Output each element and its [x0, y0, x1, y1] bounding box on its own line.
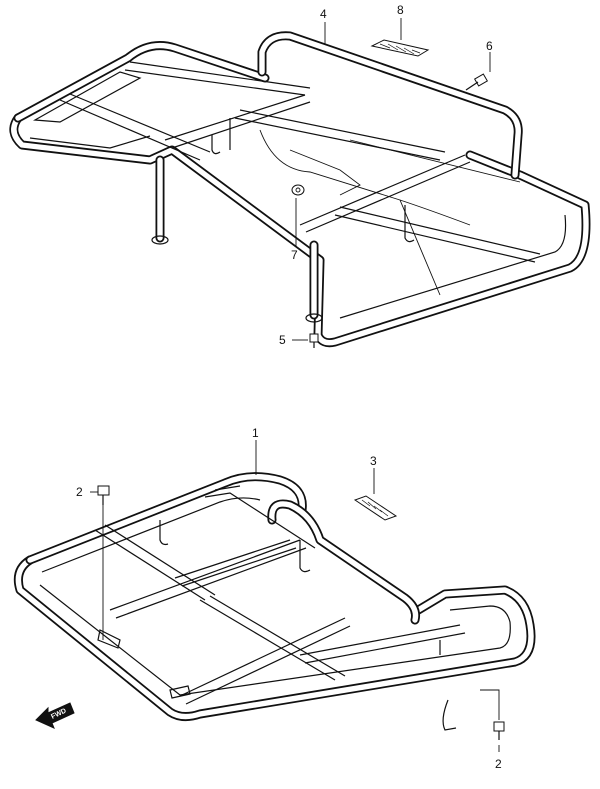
- callout-2-top: 2: [76, 485, 83, 499]
- bolt-2-bottom-icon: [493, 721, 505, 740]
- rear-carrier-frame: [9, 31, 591, 348]
- bolt-5-icon: [309, 333, 319, 348]
- callout-3: 3: [370, 454, 377, 468]
- reflector-pad-3-icon: [353, 495, 398, 521]
- front-carrier-legs: [97, 520, 457, 731]
- rear-carrier-legs: [151, 135, 415, 323]
- callout-8: 8: [397, 3, 404, 17]
- callout-5: 5: [279, 333, 286, 347]
- front-carrier-crossbars: [94, 485, 466, 705]
- front-carrier-hardware: [97, 485, 505, 740]
- bolt-6-icon: [465, 73, 489, 91]
- rear-carrier-base-plate: [259, 129, 521, 296]
- callout-2-bottom: 2: [495, 757, 502, 771]
- front-carrier-assembly: 1 3 2 2: [13, 426, 536, 771]
- rear-carrier-leaders: [292, 18, 491, 341]
- front-carrier-leaders: [90, 440, 500, 752]
- reflector-pad-8-icon: [370, 39, 430, 57]
- rear-carrier-crossbars: [59, 61, 541, 263]
- fwd-arrow-icon: FWD: [35, 702, 75, 729]
- callout-1: 1: [252, 426, 259, 440]
- front-carrier-frame: [13, 472, 536, 722]
- callout-6: 6: [486, 39, 493, 53]
- nut-7-icon: [291, 184, 305, 196]
- callout-7: 7: [291, 248, 298, 262]
- bolt-2-top-icon: [97, 485, 110, 505]
- rear-carrier-assembly: 4 8 6 7 5: [9, 3, 591, 348]
- callout-4: 4: [320, 7, 327, 21]
- rear-carrier-hardware: [291, 39, 489, 348]
